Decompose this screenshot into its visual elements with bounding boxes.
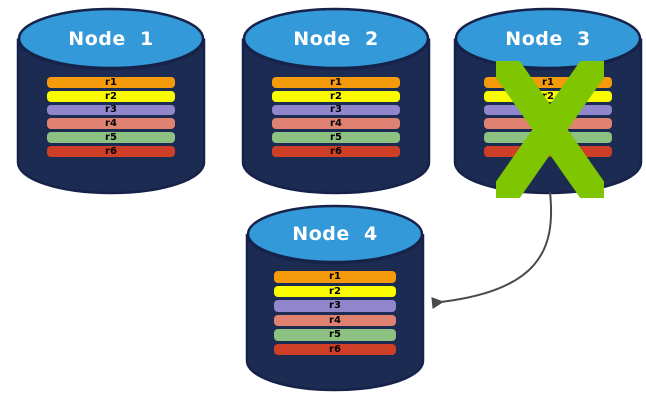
row-label: r5	[330, 131, 342, 143]
row-bar[interactable]: r1	[272, 77, 400, 88]
row-label: r5	[542, 131, 554, 143]
row-label: r2	[329, 285, 341, 297]
row-bar[interactable]: r2	[47, 91, 175, 102]
row-bar[interactable]: r4	[272, 118, 400, 129]
row-bar[interactable]: r3	[484, 104, 612, 116]
row-label: r4	[542, 118, 554, 130]
row-bar[interactable]: r3	[272, 104, 400, 116]
row-label: r2	[105, 90, 117, 102]
row-bar[interactable]: r6	[272, 146, 400, 157]
row-label: r4	[105, 118, 117, 130]
row-bar[interactable]: r6	[47, 146, 175, 157]
row-bar[interactable]: r5	[47, 132, 175, 143]
row-label: r1	[329, 271, 341, 283]
row-label: r6	[329, 343, 341, 355]
row-bar[interactable]: r3	[274, 300, 396, 312]
row-bar[interactable]: r1	[484, 77, 612, 88]
row-label: r3	[330, 104, 342, 116]
row-label: r6	[330, 145, 342, 157]
row-label: r1	[105, 76, 117, 88]
row-bar[interactable]: r1	[274, 271, 396, 283]
row-label: r5	[105, 131, 117, 143]
row-bar[interactable]: r4	[47, 118, 175, 129]
row-label: r1	[330, 76, 342, 88]
row-label: r6	[542, 145, 554, 157]
row-bar[interactable]: r6	[484, 146, 612, 157]
row-label: r3	[329, 300, 341, 312]
row-label: r6	[105, 145, 117, 157]
row-bar[interactable]: r5	[484, 132, 612, 143]
row-stack-node-4: r1 r2 r3 r4 r5 r6	[247, 271, 423, 355]
row-label: r4	[329, 314, 341, 326]
row-bar[interactable]: r4	[484, 118, 612, 129]
row-label: r5	[329, 329, 341, 341]
row-bar[interactable]: r2	[274, 285, 396, 297]
row-bar[interactable]: r5	[274, 329, 396, 341]
row-label: r3	[542, 104, 554, 116]
row-label: r2	[330, 90, 342, 102]
row-bar[interactable]: r6	[274, 343, 396, 355]
row-bar[interactable]: r2	[272, 91, 400, 102]
row-label: r3	[105, 104, 117, 116]
row-bar[interactable]: r3	[47, 104, 175, 116]
row-label: r2	[542, 90, 554, 102]
row-bar[interactable]: r2	[484, 91, 612, 102]
row-bar[interactable]: r4	[274, 314, 396, 326]
row-label: r1	[542, 76, 554, 88]
row-label: r4	[330, 118, 342, 130]
row-bar[interactable]: r1	[47, 77, 175, 88]
row-bar[interactable]: r5	[272, 132, 400, 143]
